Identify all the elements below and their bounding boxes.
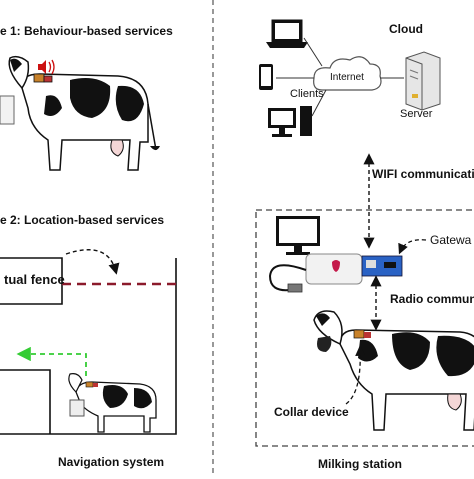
pen-wall-top bbox=[0, 257, 63, 305]
laptop-icon bbox=[266, 19, 308, 48]
cow-scenario1 bbox=[8, 55, 160, 171]
desktop-icon bbox=[268, 106, 312, 137]
milking-collar-device bbox=[353, 329, 371, 339]
collar-pointer-arrow bbox=[345, 345, 366, 405]
navigation-arrow bbox=[16, 346, 87, 376]
cow-milking-station bbox=[313, 310, 474, 431]
monitor-icon bbox=[276, 216, 320, 255]
pen-wall-inner bbox=[0, 369, 51, 434]
collar-device bbox=[33, 73, 53, 83]
server-label: Server bbox=[400, 108, 433, 120]
nav-device-box bbox=[69, 399, 85, 417]
navigation-caption: Navigation system bbox=[58, 455, 165, 469]
server-icon bbox=[405, 51, 441, 111]
display-screen bbox=[0, 95, 15, 125]
wifi-communication-label: WIFI communicatio bbox=[372, 167, 474, 181]
phone-icon bbox=[259, 64, 273, 90]
scenario1-title: e 1: Behaviour-based services bbox=[0, 24, 173, 38]
clients-label: Clients bbox=[290, 88, 324, 100]
milking-station-box bbox=[255, 209, 474, 447]
cloud-label: Cloud bbox=[389, 22, 423, 36]
internet-label: Internet bbox=[330, 72, 364, 83]
fence-pointer-arrow bbox=[65, 249, 120, 275]
alarm-speaker-icon bbox=[38, 59, 55, 75]
virtual-fence-label: tual fence bbox=[4, 272, 65, 287]
usb-plug bbox=[287, 283, 303, 293]
link-laptop-cloud bbox=[303, 37, 323, 67]
pen-wall-right bbox=[0, 258, 177, 435]
link-desktop-cloud bbox=[311, 89, 327, 117]
collar-device-label: Collar device bbox=[274, 405, 349, 419]
radio-communication-label: Radio commun bbox=[390, 292, 474, 306]
milking-station-caption: Milking station bbox=[318, 457, 402, 471]
gateway-pointer-arrow bbox=[398, 239, 427, 255]
scenario2-title: e 2: Location-based services bbox=[0, 213, 165, 227]
gateway-board bbox=[361, 255, 403, 277]
cow-navigation bbox=[68, 373, 157, 433]
controller-box bbox=[305, 253, 363, 285]
usb-cable bbox=[268, 264, 307, 292]
gateway-label: Gatewa bbox=[430, 233, 472, 247]
